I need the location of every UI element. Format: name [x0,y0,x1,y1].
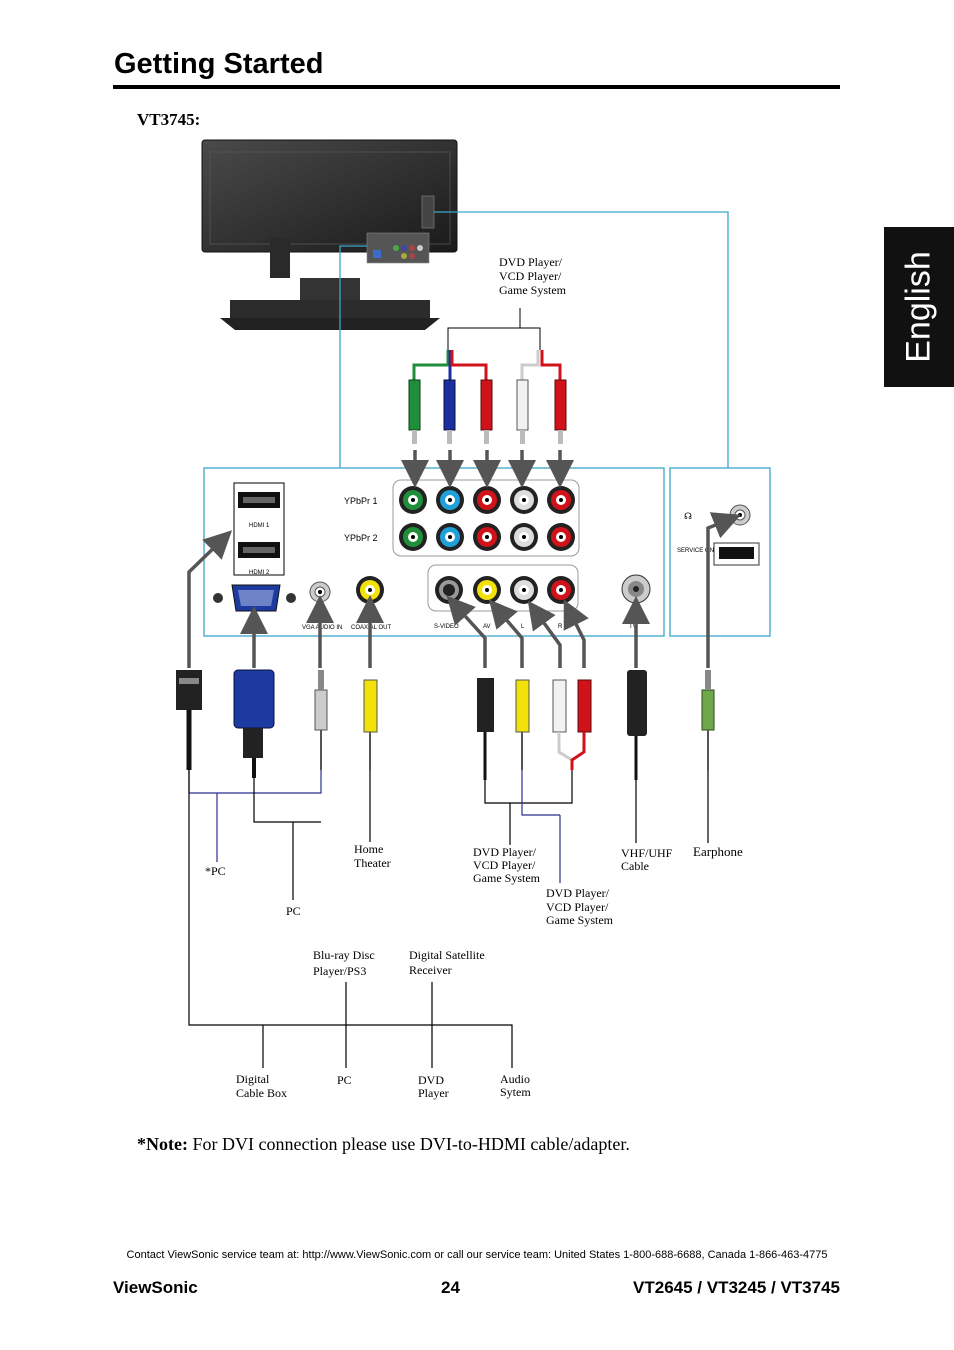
earphone-jack [729,504,751,526]
side-io-panel [669,467,771,637]
hdmi2-port [238,542,280,558]
note-prefix: *Note: [137,1134,188,1154]
service-only-label: SERVICE ONLY [677,548,721,554]
top-component-cable [408,308,567,444]
footer-brand: ViewSonic [113,1278,198,1297]
dvi-note: *Note: For DVI connection please use DVI… [137,1134,630,1155]
dvd-top-label-3: Game System [499,283,567,297]
dvd-mid-label-1: DVD Player/ [473,845,537,859]
dvd-mid-label-2: VCD Player/ [473,858,536,872]
dvd-top-label-2: VCD Player/ [499,269,562,283]
dvd-low-label-1: DVD Player/ [546,886,610,900]
device-labels: DVD Player/ VCD Player/ Game System Home… [205,255,743,1100]
dvd-low-label-3: Game System [546,913,614,927]
tv-label: TV [629,624,637,630]
satellite-label-1: Digital Satellite [409,948,485,962]
ypbpr2-label: YPbPr 2 [344,533,378,543]
pc-star-label: *PC [205,864,226,878]
language-tab[interactable]: English [884,227,954,387]
cable-box-label-2: Cable Box [236,1086,287,1100]
tv-antenna-jack [621,574,651,604]
av-red-plug [570,679,592,770]
audio-3.5mm-plug [314,670,328,770]
contact-info: Contact ViewSonic service team at: http:… [126,1249,828,1261]
ypbpr1-label: YPbPr 1 [344,496,378,506]
pc-bottom-label: PC [337,1073,352,1087]
dvd-low-label-2: VCD Player/ [546,900,609,914]
panel-callout-lines [339,211,729,468]
vga-audio-jack [309,581,331,603]
audio-label-2: Sytem [500,1085,531,1099]
cable-box-label-1: Digital [236,1072,270,1086]
vga-port [213,584,296,612]
bluray-label-2: Player/PS3 [313,964,366,978]
title-rule [113,85,840,89]
hdmi1-label: HDMI 1 [249,523,270,529]
hdmi2-label: HDMI 2 [249,570,270,576]
av-white-plug [552,679,573,762]
page-number: 24 [441,1278,460,1297]
av-label: AV [483,624,491,630]
dvd-mid-label-3: Game System [473,871,541,885]
vhf-label-2: Cable [621,859,649,873]
coaxial-out-jack [356,576,384,604]
r-label: R [558,624,563,630]
bottom-plugs [176,669,715,780]
hdmi1-port [238,492,280,508]
top-arrows [401,450,574,488]
vga-plug [233,669,275,778]
tv-rear-image [201,139,458,330]
ypbpr-jacks [399,486,575,551]
l-label: L [521,624,525,630]
svideo-label: S-VIDEO [434,624,459,630]
home-theater-label-1: Home [354,842,383,856]
pc-label: PC [286,904,301,918]
headphone-symbol: ☊ [684,511,692,521]
service-port [713,542,760,566]
dvd-bottom-label-2: Player [418,1086,449,1100]
dvd-bottom-label-1: DVD [418,1073,444,1087]
hdmi-plug [176,670,202,770]
satellite-label-2: Receiver [409,963,452,977]
rf-plug [627,670,647,780]
vga-audio-label: VGA AUDIO IN [302,625,342,631]
footer-models: VT2645 / VT3245 / VT3745 [633,1278,840,1297]
bracket-lines [188,770,709,1068]
model-heading: VT3745: [137,110,201,129]
earphone-plug [701,670,715,770]
connection-diagram: HDMI 1 HDMI 2 YPbPr 1 YPbPr 2 VGA VGA AU… [176,139,771,1100]
bottom-arrows [187,512,741,668]
audio-label-1: Audio [500,1072,530,1086]
coaxial-plug [363,679,378,770]
svideo-plug [477,678,494,780]
home-theater-label-2: Theater [354,856,391,870]
vhf-label-1: VHF/UHF [621,846,673,860]
earphone-label: Earphone [693,844,743,859]
dvd-top-label-1: DVD Player/ [499,255,563,269]
av-yellow-plug [515,679,530,770]
note-text: For DVI connection please use DVI-to-HDM… [187,1134,630,1154]
bluray-label-1: Blu-ray Disc [313,948,375,962]
page-title: Getting Started [114,48,324,80]
